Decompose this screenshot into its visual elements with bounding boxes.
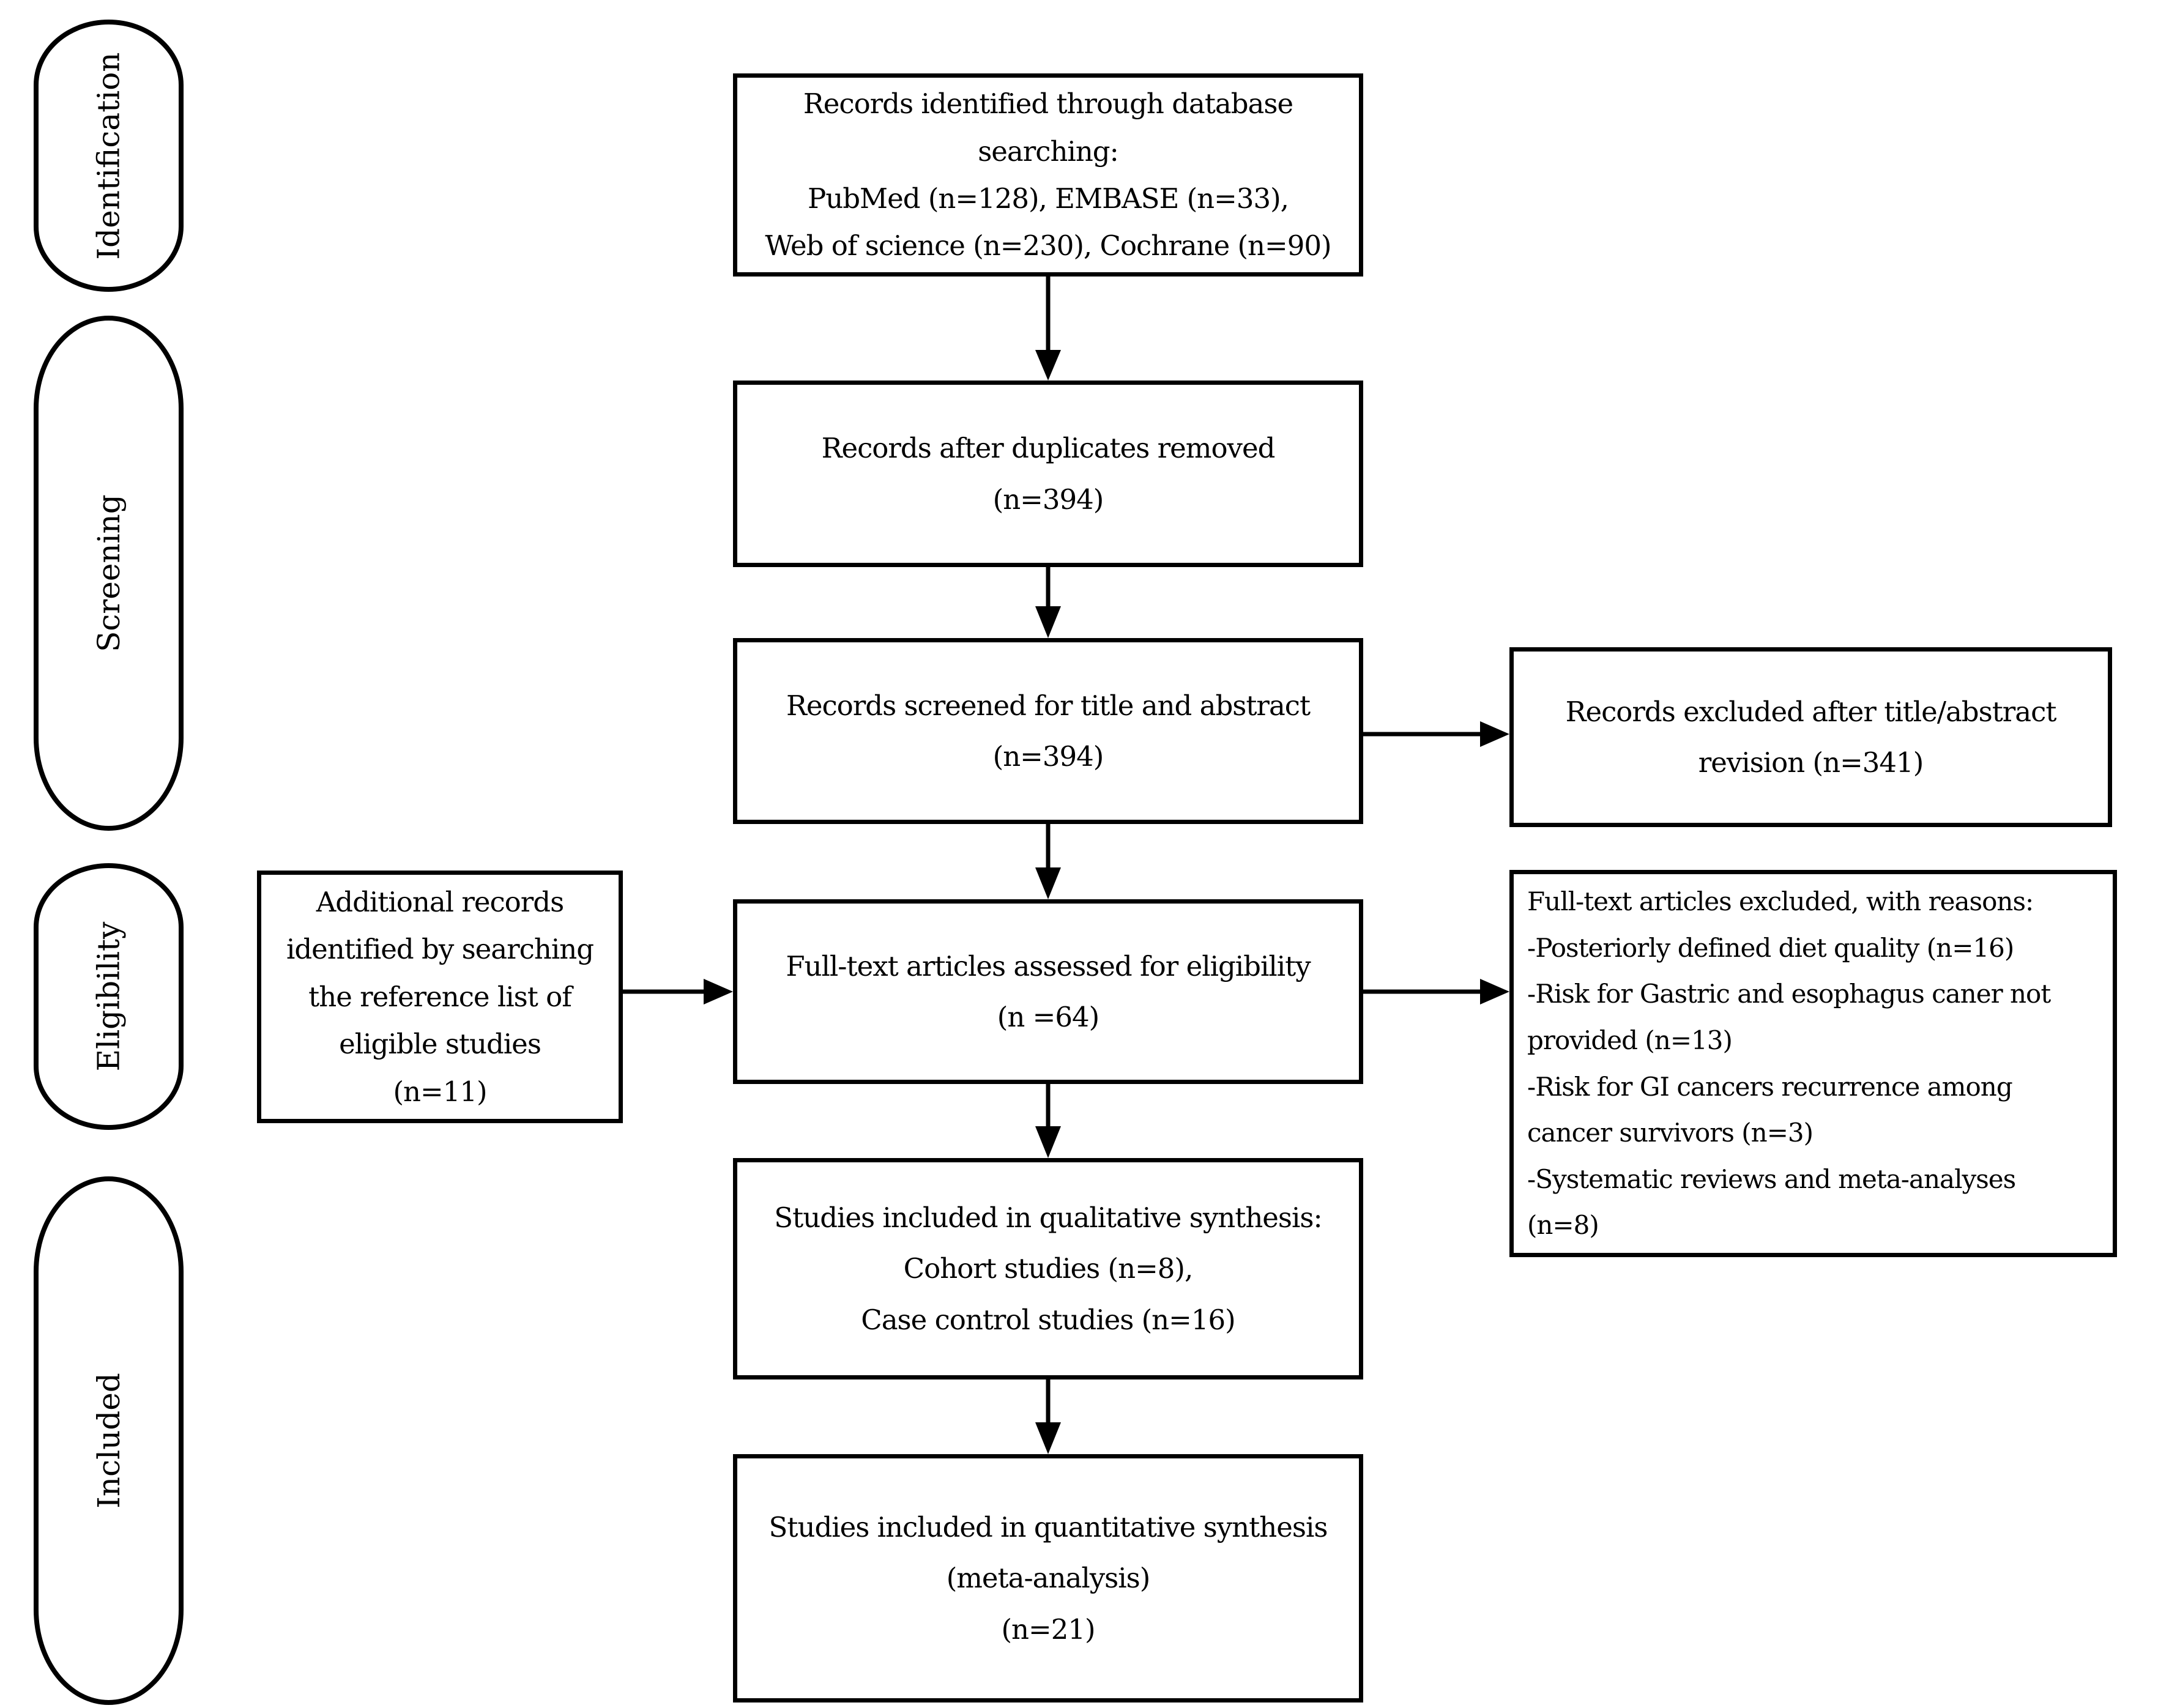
stage-label-identification: Identification [91,51,127,260]
arrow-screened-to-excluded [1363,721,1509,747]
stage-label-included: Included [91,1373,127,1509]
stage-label-screening: Screening [91,494,127,652]
box-quantitative-synthesis: Studies included in quantitative synthes… [733,1454,1363,1702]
stage-pill-screening: Screening [34,316,184,831]
arrow-fulltext-to-qualitative [1035,1084,1061,1158]
arrow-additional-to-fulltext [623,979,733,1004]
box-fulltext-assessed: Full-text articles assessed for eligibil… [733,899,1363,1084]
arrow-fulltext-to-excluded-reasons [1363,979,1509,1004]
stage-pill-included: Included [34,1176,184,1705]
box-title-abstract-screening: Records screened for title and abstract … [733,638,1363,824]
stage-label-eligibility: Eligibility [91,921,127,1072]
arrow-qualitative-to-quantitative [1035,1379,1061,1454]
stage-pill-eligibility: Eligibility [34,863,184,1130]
box-duplicates-removed: Records after duplicates removed (n=394) [733,381,1363,567]
arrow-identified-to-duplicates [1035,277,1061,381]
arrow-screened-to-fulltext [1035,824,1061,899]
stage-pill-identification: Identification [34,20,184,292]
box-qualitative-synthesis: Studies included in qualitative synthesi… [733,1158,1363,1379]
box-additional-records: Additional records identified by searchi… [257,871,623,1123]
box-records-identified: Records identified through database sear… [733,73,1363,277]
box-excluded-title-abstract: Records excluded after title/abstract re… [1509,647,2112,827]
box-fulltext-excluded-reasons: Full-text articles excluded, with reason… [1509,870,2117,1257]
arrow-duplicates-to-screened [1035,567,1061,638]
